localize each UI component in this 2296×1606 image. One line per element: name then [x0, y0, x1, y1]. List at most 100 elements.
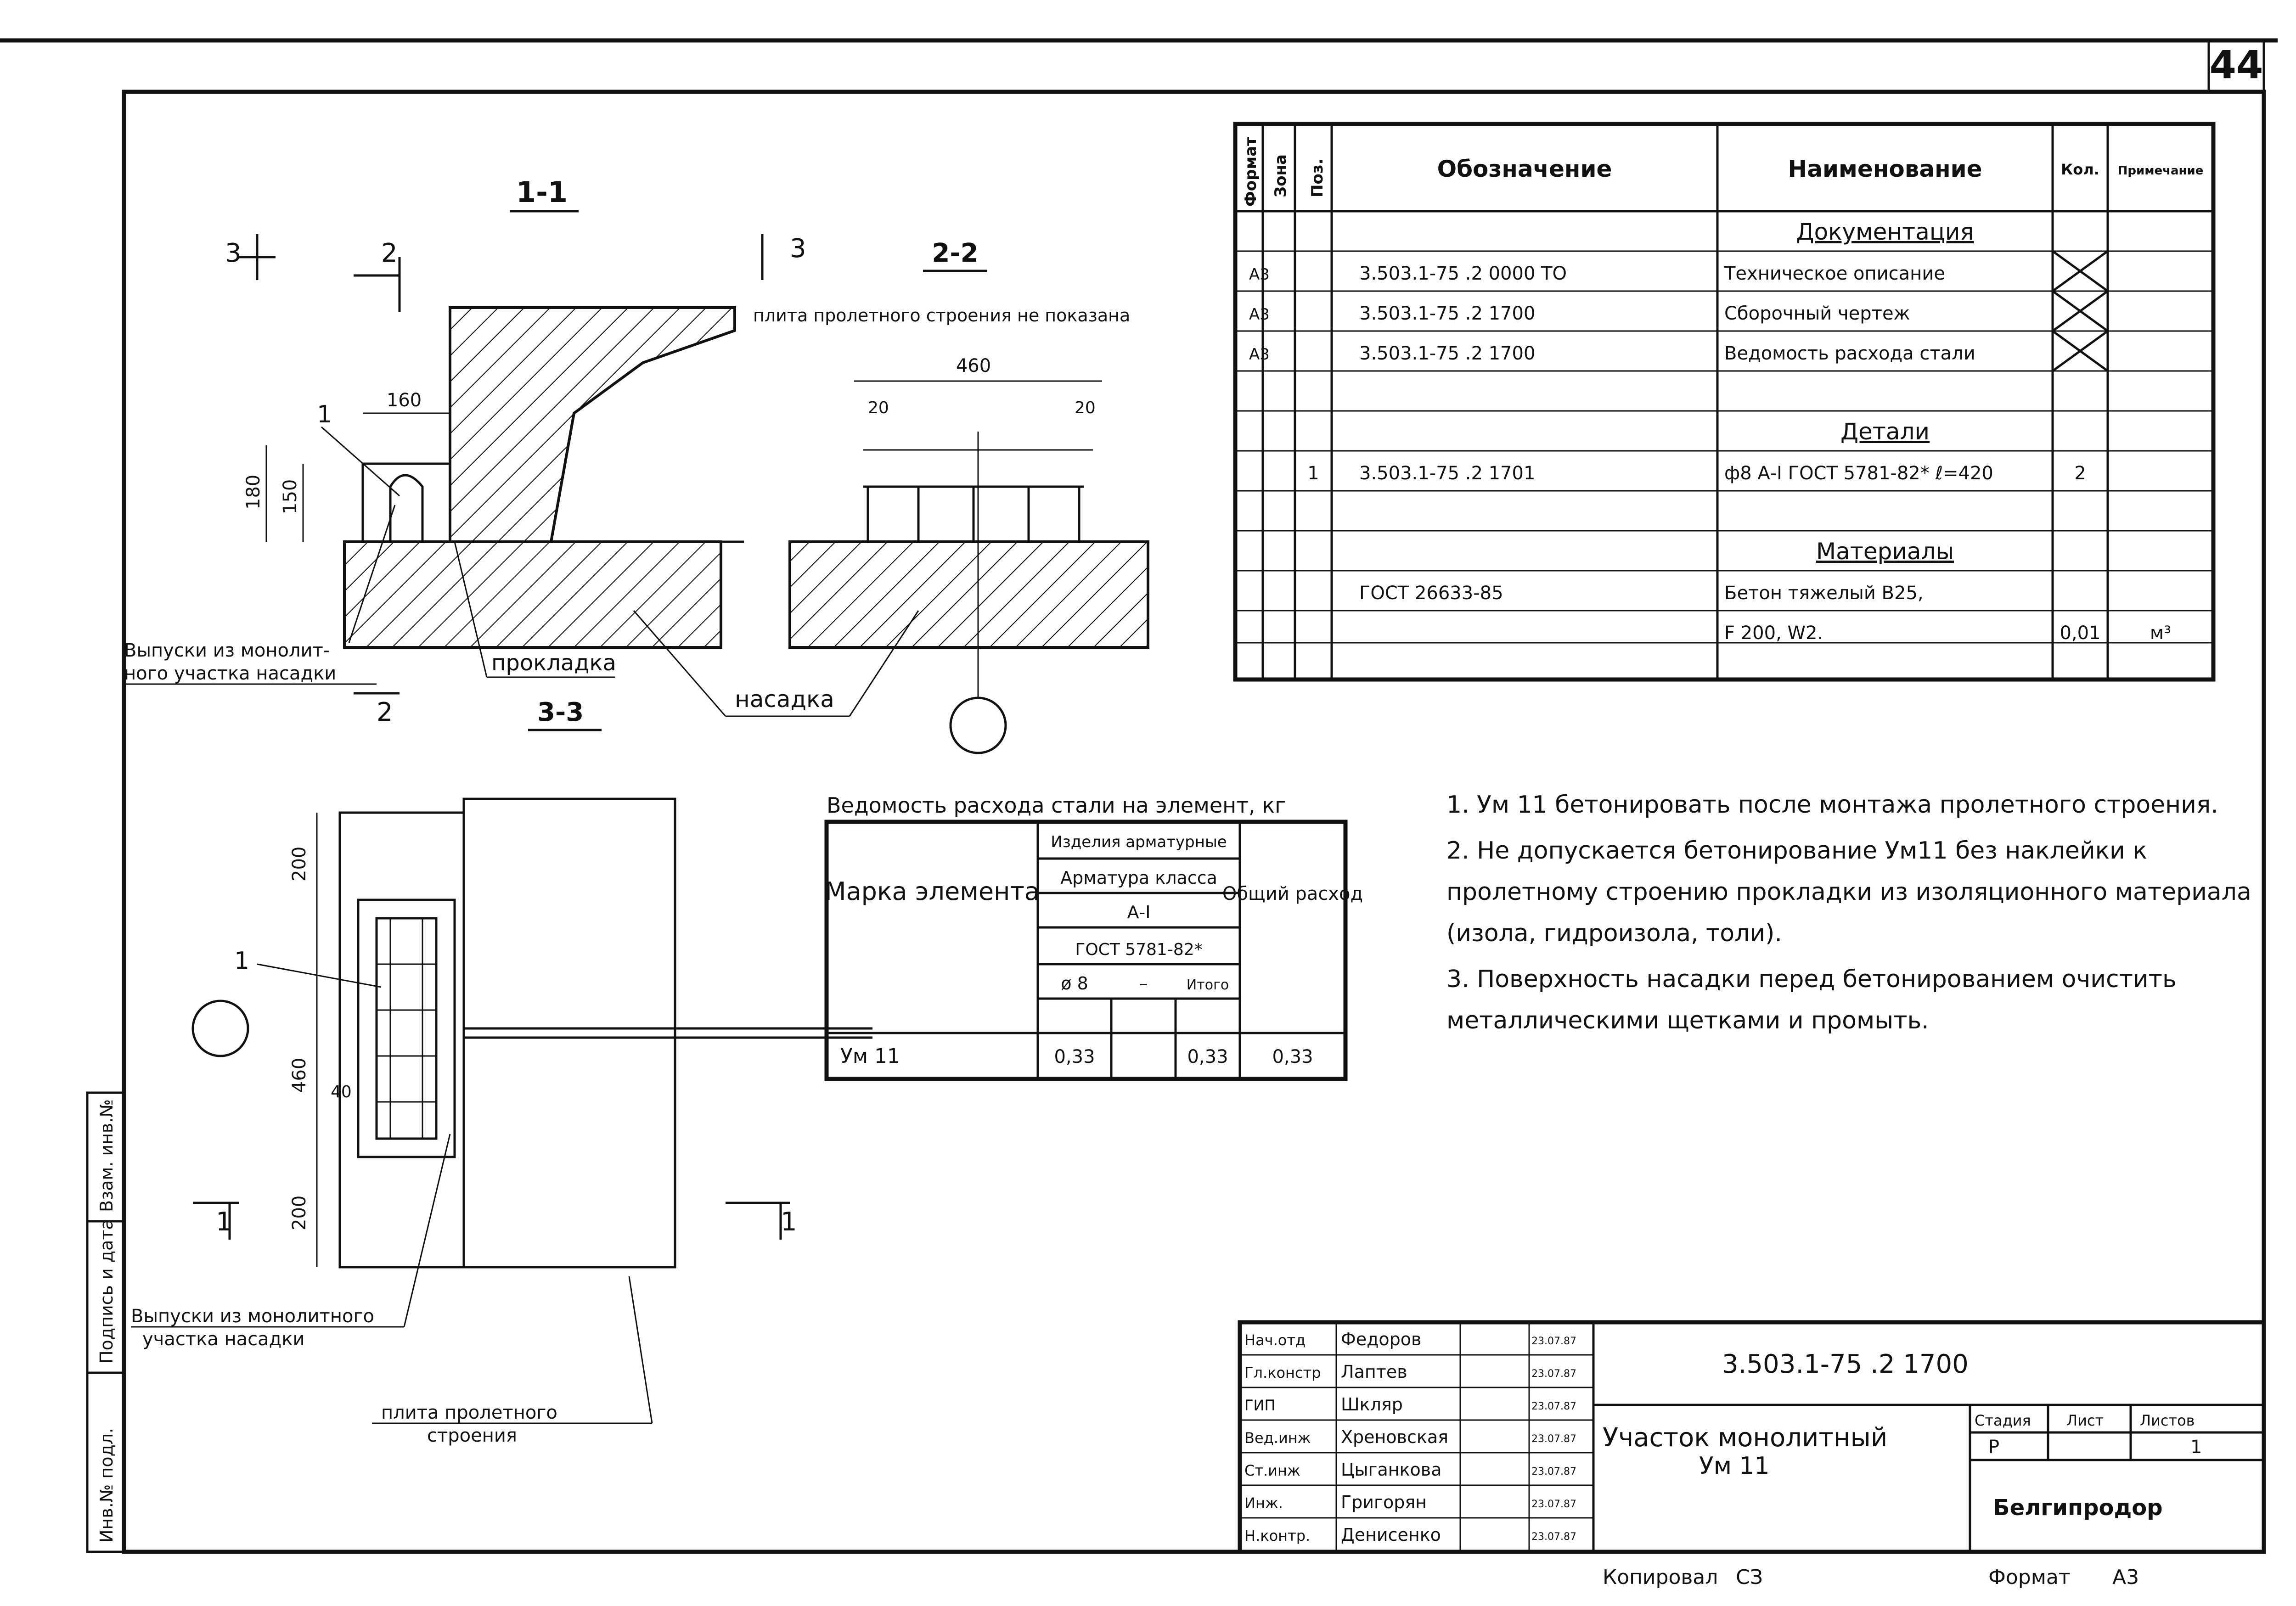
stamp-replace: Взам. инв.№ — [96, 1099, 117, 1212]
label-outlets-1: Выпуски из монолит- — [124, 640, 330, 661]
leader-1-text: 1 — [317, 401, 332, 428]
hdr-format: Формат — [1242, 137, 1260, 207]
spec-row-pos: 1 — [1307, 463, 1319, 484]
notes-block: 1. Ум 11 бетонировать после монтажа прол… — [1446, 791, 2251, 1034]
tb-date: 23.07.87 — [1531, 1466, 1576, 1477]
hdr-designation: Обозначение — [1437, 156, 1612, 182]
steel-h-ai: А-I — [1127, 902, 1151, 922]
steel-h-dash: – — [1139, 973, 1148, 994]
note-line-2: пролетному строению прокладки из изоляци… — [1446, 878, 2251, 906]
spec-row-format: А3 — [1249, 305, 1270, 324]
section-2-2-title: 2-2 — [932, 238, 978, 268]
cut-1-right: 1 — [781, 1207, 797, 1237]
tb-name: Шкляр — [1341, 1394, 1403, 1415]
tb-name: Денисенко — [1341, 1525, 1441, 1545]
sheet-number: 44 — [2210, 42, 2263, 87]
spec-row-code: 3.503.1-75 .2 0000 ТО — [1359, 263, 1567, 284]
drawing-frame — [122, 90, 2266, 1554]
section-2-2: 2-2 плита пролетного строения не показан… — [753, 238, 1149, 754]
steel-row-total: 0,33 — [1272, 1046, 1313, 1067]
callout-circle-top — [949, 696, 1007, 754]
tb-name: Федоров — [1341, 1329, 1421, 1349]
spec-row-name: Ведомость расхода стали — [1724, 343, 1975, 364]
tb-sheet-h: Лист — [2066, 1412, 2104, 1429]
steel-h-items: Изделия арматурные — [1051, 833, 1227, 851]
label-plate-2: строения — [427, 1425, 517, 1446]
tb-name: Лаптев — [1341, 1362, 1407, 1382]
spec-row-qty: 0,01 — [2060, 623, 2100, 644]
tb-date: 23.07.87 — [1531, 1401, 1576, 1412]
dim-200-bottom: 200 — [289, 1196, 310, 1230]
spec-row-name: Бетон тяжелый В25, — [1724, 583, 1924, 604]
tb-role: ГИП — [1244, 1397, 1276, 1414]
tb-copied-by: СЗ — [1736, 1566, 1763, 1589]
spec-row-name: F 200, W2. — [1724, 623, 1823, 644]
sheet-number-box — [2207, 39, 2265, 93]
dim-180: 180 — [243, 475, 264, 510]
label-cap: насадка — [735, 686, 834, 713]
spec-row-note: м³ — [2150, 623, 2171, 644]
tb-date: 23.07.87 — [1531, 1433, 1576, 1445]
tb-copied: Копировал — [1603, 1566, 1718, 1589]
tb-role: Вед.инж — [1244, 1429, 1311, 1447]
hdr-name: Наименование — [1788, 156, 1982, 182]
spec-table: Формат Зона Поз. Обозначение Наименовани… — [1233, 122, 2216, 682]
section-1-1-title: 1-1 — [516, 175, 568, 209]
tb-date: 23.07.87 — [1531, 1368, 1576, 1380]
steel-h-d8: ø 8 — [1061, 973, 1088, 994]
steel-table: Ведомость расхода стали на элемент, кг М… — [824, 793, 1363, 1081]
tb-role: Инж. — [1244, 1494, 1283, 1512]
section-3-3: 200 460 40 200 1 1 1 Выпуски из монолитн… — [131, 797, 872, 1446]
stamp-inv: Инв.№ подл. — [96, 1428, 117, 1543]
cut-3-left: 3 — [225, 238, 242, 268]
steel-h-mark: Марка элемента — [825, 877, 1040, 906]
tb-role: Ст.инж — [1244, 1462, 1300, 1479]
steel-h-total: Общий расход — [1222, 883, 1363, 904]
tb-format-label: Формат — [1988, 1566, 2071, 1589]
label-gasket: прокладка — [491, 650, 616, 676]
note-line-3: 3. Поверхность насадки перед бетонирован… — [1446, 966, 2177, 993]
spec-section-heading: Материалы — [1816, 538, 1954, 565]
section-1-1: 1-1 3 2 3 160 180 150 1 Выпуски из монол… — [124, 175, 919, 731]
tb-role: Нач.отд — [1244, 1331, 1306, 1349]
spec-row-qty: 2 — [2074, 463, 2086, 484]
steel-title: Ведомость расхода стали на элемент, кг — [827, 793, 1286, 818]
note-line-2: 2. Не допускается бетонирование Ум11 без… — [1446, 837, 2147, 865]
tb-title-2: Ум 11 — [1699, 1452, 1770, 1480]
spec-row-format: А3 — [1249, 345, 1270, 364]
side-stamp: Инв.№ подл. Подпись и дата Взам. инв.№ — [86, 1091, 125, 1553]
steel-h-gost: ГОСТ 5781-82* — [1075, 940, 1202, 959]
leader-1-plan: 1 — [234, 947, 249, 975]
label-plate-not-shown: плита пролетного строения не показана — [753, 305, 1130, 326]
spec-row-code: 3.503.1-75 .2 1701 — [1359, 463, 1535, 484]
note-line-2: (изола, гидроизола, толи). — [1446, 920, 1782, 947]
dim-40: 40 — [331, 1083, 352, 1101]
dim-160: 160 — [387, 390, 422, 411]
tb-name: Григорян — [1341, 1492, 1427, 1512]
spec-row-name: Сборочный чертеж — [1724, 303, 1910, 324]
dim-150: 150 — [280, 479, 301, 514]
dim-20-left: 20 — [868, 399, 889, 417]
tb-sheets: 1 — [2190, 1437, 2202, 1458]
dim-460-left: 460 — [289, 1058, 310, 1093]
tb-date: 23.07.87 — [1531, 1499, 1576, 1510]
tb-date: 23.07.87 — [1531, 1531, 1576, 1543]
tb-role: Гл.констр — [1244, 1364, 1321, 1381]
tb-org: Белгипродор — [1993, 1495, 2163, 1521]
tb-stage-h: Стадия — [1975, 1412, 2031, 1429]
spec-row-format: А3 — [1249, 265, 1270, 284]
dim-200-top: 200 — [289, 847, 310, 882]
note-line-3: металлическими щетками и промыть. — [1446, 1007, 1929, 1034]
hdr-zone: Зона — [1272, 154, 1290, 197]
spec-row-code: 3.503.1-75 .2 1700 — [1359, 303, 1535, 324]
spec-row-code: 3.503.1-75 .2 1700 — [1359, 343, 1535, 364]
steel-h-class: Арматура класса — [1060, 868, 1217, 888]
cut-3-right: 3 — [790, 234, 806, 264]
label-outlets-b2: участка насадки — [142, 1329, 304, 1350]
spec-row-code: ГОСТ 26633-85 — [1359, 583, 1503, 604]
cut-2-top: 2 — [381, 238, 398, 268]
tb-designation: 3.503.1-75 .2 1700 — [1722, 1349, 1969, 1379]
callout-circle-left — [191, 1000, 249, 1057]
title-block: Нач.отд Федоров 23.07.87 Гл.констр Лаптев 23.… — [1238, 1320, 2266, 1589]
